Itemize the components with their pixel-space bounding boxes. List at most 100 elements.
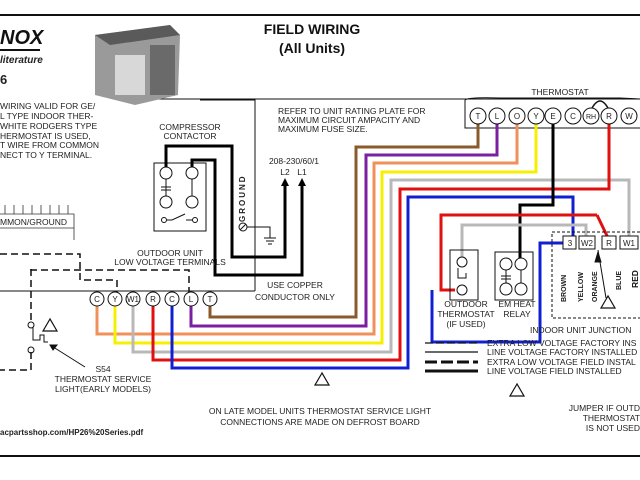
tstat-terminal-y: Y — [533, 112, 539, 121]
indoor-junction-label: INDOOR UNIT JUNCTION — [530, 325, 631, 335]
svg-text:CONNECTIONS ARE MADE ON DEFROS: CONNECTIONS ARE MADE ON DEFROST BOARD — [220, 417, 420, 427]
legend-item: EXTRA LOW VOLTAGE FACTORY INS — [487, 338, 637, 348]
terminal-c: C — [94, 295, 100, 304]
terminal-r: R — [150, 295, 156, 304]
tstat-terminal-t: T — [476, 112, 481, 121]
junction-terminal-w1: W1 — [623, 239, 636, 248]
l2-label: L2 — [280, 167, 290, 177]
svg-text:LIGHT(EARLY MODELS): LIGHT(EARLY MODELS) — [55, 384, 151, 394]
warning-triangle-icon — [41, 294, 617, 397]
rh-r-jumper — [590, 100, 610, 111]
wire-color-yellow: YELLOW — [578, 272, 585, 302]
title-line1: FIELD WIRING — [264, 21, 361, 37]
outdoor-unit-label: OUTDOOR UNIT — [137, 248, 203, 258]
jumper-note: JUMPER IF OUTD — [569, 403, 640, 413]
ground-label: GROUND — [238, 174, 247, 222]
tstat-terminal-r: R — [606, 112, 612, 121]
tstat-terminal-l: L — [495, 112, 500, 121]
outdoor-thermostat-label: OUTDOOR — [444, 299, 487, 309]
thermostat-outline — [464, 97, 640, 129]
left-note: WIRING VALID FOR GE/ L TYPE INDOOR THER-… — [0, 101, 99, 160]
wire-purple — [189, 124, 499, 328]
svg-text:CONTACTOR: CONTACTOR — [163, 131, 216, 141]
svg-text:WIRING VALID FOR GE/: WIRING VALID FOR GE/ — [0, 101, 96, 111]
compressor-contactor-label: COMPRESSOR — [159, 122, 220, 132]
junction-terminals — [562, 235, 639, 250]
svg-text:IS NOT USED: IS NOT USED — [586, 423, 640, 433]
wire-red-inner — [439, 213, 597, 292]
wire-yellow — [113, 124, 538, 345]
terminal-y: Y — [112, 295, 118, 304]
jumper-arrow-icon — [594, 249, 607, 299]
svg-text:CONDUCTOR ONLY: CONDUCTOR ONLY — [255, 292, 335, 302]
late-model-note: ON LATE MODEL UNITS THERMOSTAT SERVICE L… — [209, 406, 431, 416]
junction-wire-colors: BROWN YELLOW ORANGE BLUE RED — [561, 270, 640, 302]
wire-orange — [95, 124, 519, 336]
wire-black-e — [518, 124, 555, 262]
terminal-c2: C — [169, 295, 175, 304]
ground-symbol-icon — [239, 223, 276, 245]
power-arrows-icon — [281, 178, 306, 186]
wire-blue — [170, 195, 575, 370]
common-ground-label: MMON/GROUND — [0, 217, 67, 227]
refer-note: REFER TO UNIT RATING PLATE FOR — [278, 106, 426, 116]
em-heat-relay-device — [494, 251, 534, 301]
svg-text:RELAY: RELAY — [503, 309, 531, 319]
thermostat-label: THERMOSTAT — [531, 87, 588, 97]
factory-low-voltage-wiring — [0, 253, 190, 371]
field-wires — [95, 124, 631, 370]
svg-text:THERMOSTAT: THERMOSTAT — [583, 413, 640, 423]
title-line2: (All Units) — [279, 40, 345, 56]
common-ground-terminal-strip — [0, 205, 75, 240]
logo-number: 6 — [0, 72, 7, 87]
em-heat-relay-label: EM HEAT — [498, 299, 535, 309]
svg-text:L TYPE INDOOR THER-: L TYPE INDOOR THER- — [0, 111, 94, 121]
logo-sub: literature — [0, 55, 43, 66]
line-voltage-wire-l2 — [164, 144, 287, 259]
outdoor-thermostat-device — [449, 249, 479, 301]
s54-label: S54 — [95, 364, 110, 374]
wire-blue-inner — [430, 241, 565, 344]
junction-terminal-3: 3 — [568, 239, 573, 248]
indoor-junction-box — [551, 231, 640, 319]
wire-color-orange: ORANGE — [592, 271, 599, 302]
svg-text:NECT TO Y TERMINAL.: NECT TO Y TERMINAL. — [0, 150, 92, 160]
outdoor-terminals — [89, 291, 218, 307]
wire-red — [151, 124, 611, 362]
wire-color-blue: BLUE — [616, 271, 623, 290]
wire-gray-inner — [460, 223, 588, 258]
brand-logo: NOX — [0, 27, 45, 49]
junction-terminal-r: R — [606, 239, 612, 248]
compressor-contactor — [153, 162, 207, 232]
svg-text:THERMOSTAT: THERMOSTAT — [437, 309, 494, 319]
svg-text:T WIRE FROM COMMON: T WIRE FROM COMMON — [0, 140, 99, 150]
tstat-terminal-e: E — [550, 112, 555, 121]
tstat-terminal-rh: RH — [586, 114, 596, 121]
line-voltage-wire-l1 — [190, 158, 304, 277]
tstat-terminal-w: W — [625, 112, 633, 121]
thermostat-terminals — [469, 107, 638, 125]
legend-item: LINE VOLTAGE FIELD INSTALLED — [487, 366, 622, 376]
outdoor-unit-photo — [95, 25, 180, 105]
power-rating: 208-230/60/1 — [269, 156, 319, 166]
legend-lines — [425, 342, 478, 373]
wire-gray — [131, 178, 631, 354]
legend-item: LINE VOLTAGE FACTORY INSTALLED — [487, 347, 637, 357]
terminal-t: T — [208, 295, 213, 304]
wire-color-red: RED — [630, 270, 640, 288]
svg-text:MAXIMUM CIRCUIT AMPACITY: MAXIMUM CIRCUIT AMPACITY AND — [278, 115, 420, 125]
tstat-terminal-c: C — [570, 112, 576, 121]
source-url: acpartsshop.com/HP26%20Series.pdf — [0, 428, 144, 437]
wire-brown — [208, 124, 480, 319]
svg-text:THERMOSTAT SERVICE: THERMOSTAT SERVICE — [55, 374, 152, 384]
l1-label: L1 — [297, 167, 307, 177]
svg-text:HERMOSTAT IS USED,: HERMOSTAT IS USED, — [0, 131, 91, 141]
terminal-w1: W1 — [127, 295, 140, 304]
junction-terminal-w2: W2 — [581, 239, 594, 248]
tstat-terminal-o: O — [514, 112, 520, 121]
legend-item: EXTRA LOW VOLTAGE FIELD INSTAL — [487, 357, 636, 367]
s54-service-light-switch — [27, 321, 86, 368]
copper-note: USE COPPER — [267, 280, 323, 290]
svg-text:MAXIMUM FUSE SIZE.: MAXIMUM FUSE SIZE. — [278, 124, 368, 134]
